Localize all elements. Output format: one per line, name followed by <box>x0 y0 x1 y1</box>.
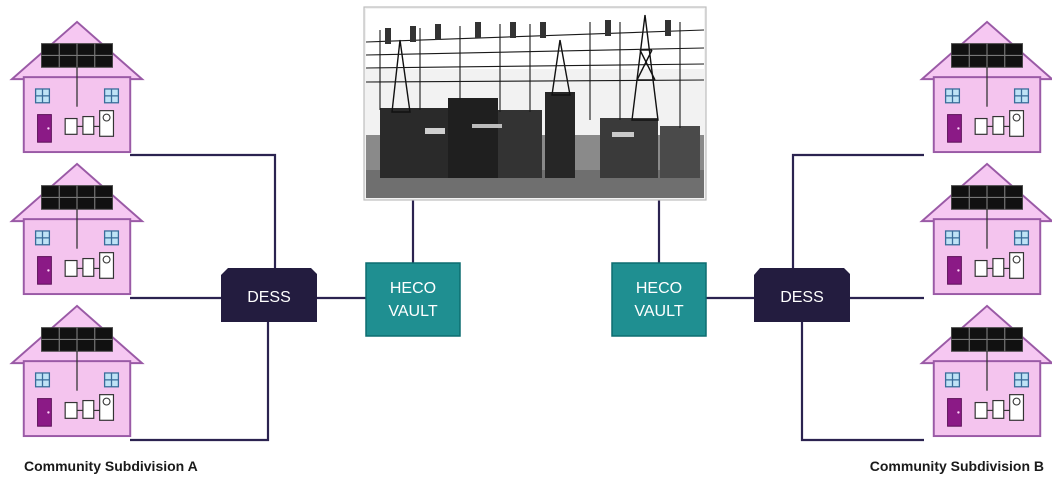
wire-house-b1 <box>791 153 924 268</box>
wire-house-a1 <box>130 153 277 268</box>
heco-vault-right: HECO VAULT <box>611 262 707 337</box>
house-a1-icon <box>10 20 144 154</box>
wire-house-a3 <box>130 322 270 442</box>
house-a2-icon <box>10 162 144 296</box>
dess-label-left: DESS <box>247 289 291 306</box>
vault-right-line2: VAULT <box>634 303 683 320</box>
house-b3-icon <box>920 304 1052 438</box>
vault-left-line2: VAULT <box>388 303 437 320</box>
wires-right <box>657 153 924 442</box>
dess-box-right: DESS <box>754 268 850 322</box>
substation-photo <box>363 6 707 201</box>
wire-house-b3 <box>800 322 924 442</box>
house-b2-icon <box>920 162 1052 296</box>
caption-subdivision-a: Community Subdivision A <box>24 458 198 474</box>
vault-left-line1: HECO <box>390 280 436 297</box>
wires-left <box>130 153 415 442</box>
heco-vault-left: HECO VAULT <box>365 262 461 337</box>
dess-label-right: DESS <box>780 289 824 306</box>
house-a3-icon <box>10 304 144 438</box>
caption-subdivision-b: Community Subdivision B <box>869 458 1044 474</box>
dess-box-left: DESS <box>221 268 317 322</box>
house-b1-icon <box>920 20 1052 154</box>
vault-right-line1: HECO <box>636 280 682 297</box>
